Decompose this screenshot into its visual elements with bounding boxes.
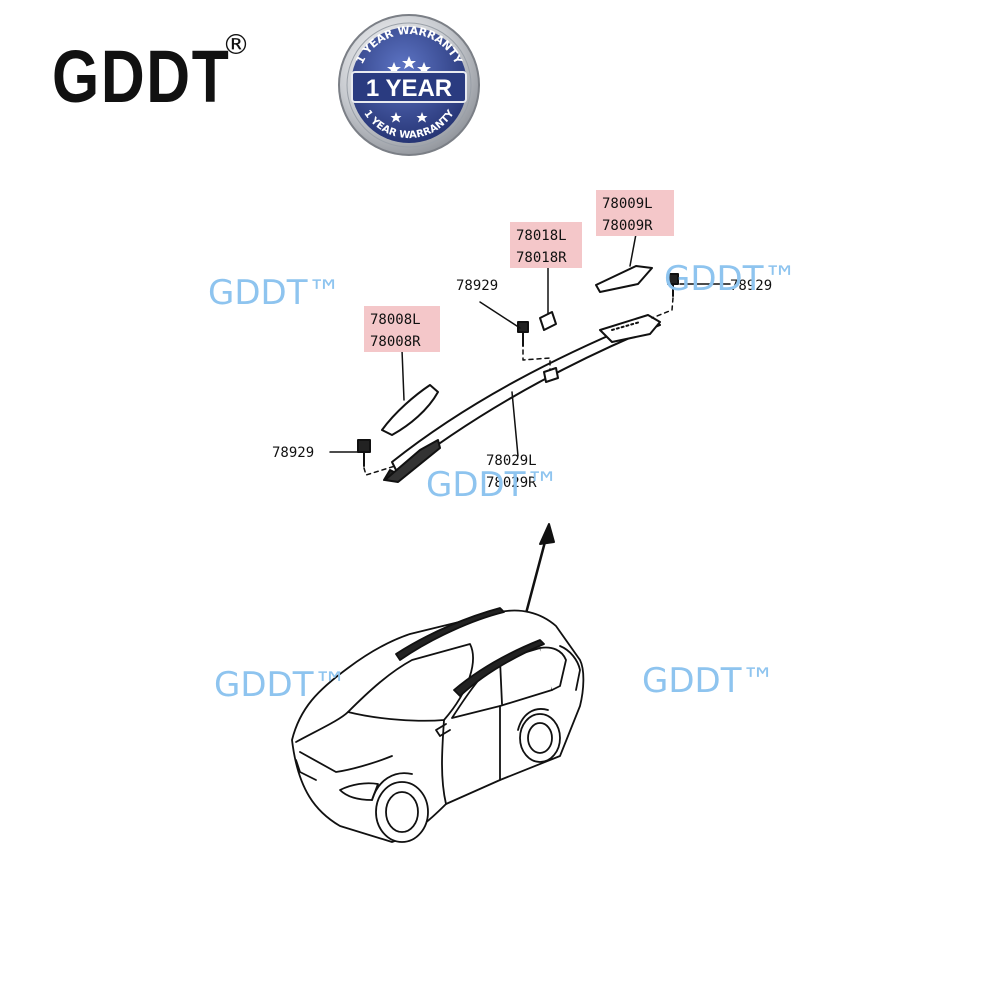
warranty-badge-icon: 1 YEAR WARRANTY 1 YEAR WARRANTY 1 YEAR bbox=[338, 14, 480, 156]
watermark-1: GDDT™ bbox=[208, 273, 342, 313]
label-78008L: 78008L bbox=[370, 312, 421, 328]
label-78029R: 78029R bbox=[486, 475, 537, 491]
rail-foot-middle bbox=[543, 367, 559, 383]
registered-mark: ® bbox=[222, 28, 250, 61]
cover-78008 bbox=[381, 384, 439, 436]
label-78009L: 78009L bbox=[602, 196, 653, 212]
label-bolt-rear: 78929 bbox=[730, 278, 772, 294]
watermark-2: GDDT™ bbox=[664, 259, 798, 299]
cover-78009 bbox=[595, 265, 653, 293]
label-78018L: 78018L bbox=[516, 228, 567, 244]
watermark-3: GDDT™ bbox=[426, 465, 560, 505]
label-bolt-middle: 78929 bbox=[456, 278, 498, 294]
rail-end-rear bbox=[599, 314, 661, 343]
label-78009R: 78009R bbox=[602, 218, 653, 234]
label-bolt-front: 78929 bbox=[272, 445, 314, 461]
car-illustration bbox=[291, 607, 585, 843]
bolt-78929-middle bbox=[517, 321, 529, 347]
bolt-78929-front bbox=[357, 439, 371, 467]
bolt-78929-rear bbox=[667, 273, 679, 297]
label-78008R: 78008R bbox=[370, 334, 421, 350]
badge-center-text: 1 YEAR bbox=[366, 75, 452, 102]
label-78018R: 78018R bbox=[516, 250, 567, 266]
watermark-4: GDDT™ bbox=[214, 665, 348, 705]
rail-foot-front bbox=[384, 439, 441, 483]
brand-logo: GDDT bbox=[52, 35, 231, 118]
label-78029L: 78029L bbox=[486, 453, 537, 469]
watermark-5: GDDT™ bbox=[642, 661, 776, 701]
